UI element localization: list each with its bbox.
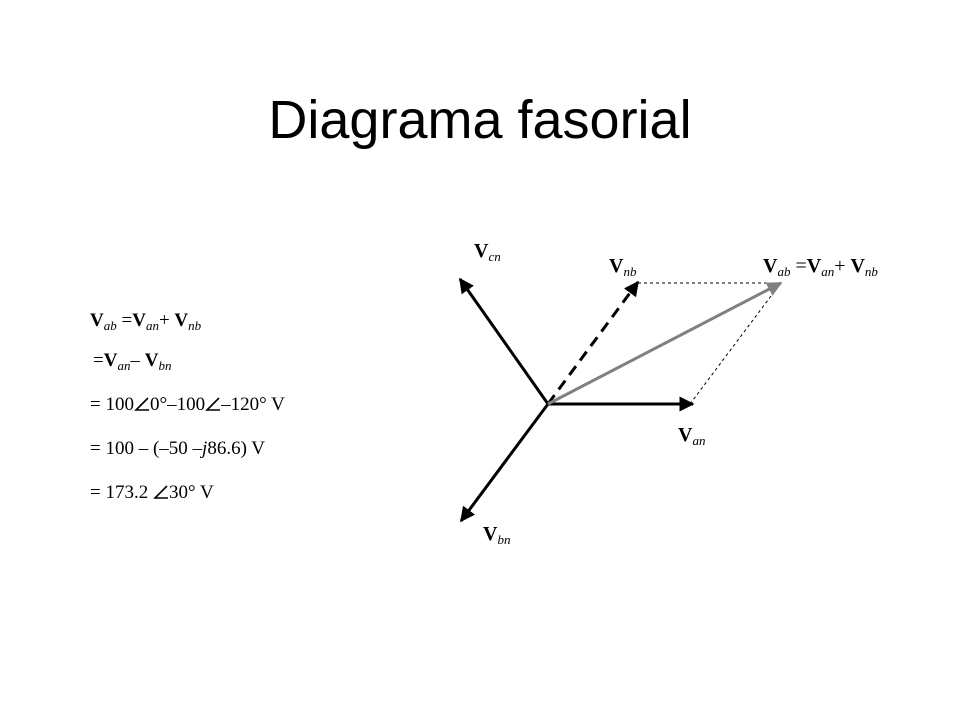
equation-line-4: = 100 – (–50 –j86.6) V [90,438,266,459]
phasor-vnb [546,280,640,405]
equation-line-2: =Van– Vbn [93,350,172,373]
angle-symbol [134,397,149,411]
equation-line-5: = 173.2 30° V [90,482,214,503]
label-vnb: Vnb [609,255,637,279]
phasor-vab [547,281,783,406]
slide-title: Diagrama fasorial [268,90,692,150]
phasor-vbn [459,403,550,523]
angle-symbol [153,485,168,499]
equation-line-1: Vab =Van+ Vnb [90,310,202,333]
label-van: Van [678,424,706,448]
label-vcn: Vcn [474,240,501,264]
guide-line-right [689,283,781,405]
label-vbn: Vbn [483,523,511,547]
label-vab-sum: Vab =Van+ Vnb [763,255,878,279]
phasor-vcn [458,277,550,405]
angle-symbol [205,397,221,411]
